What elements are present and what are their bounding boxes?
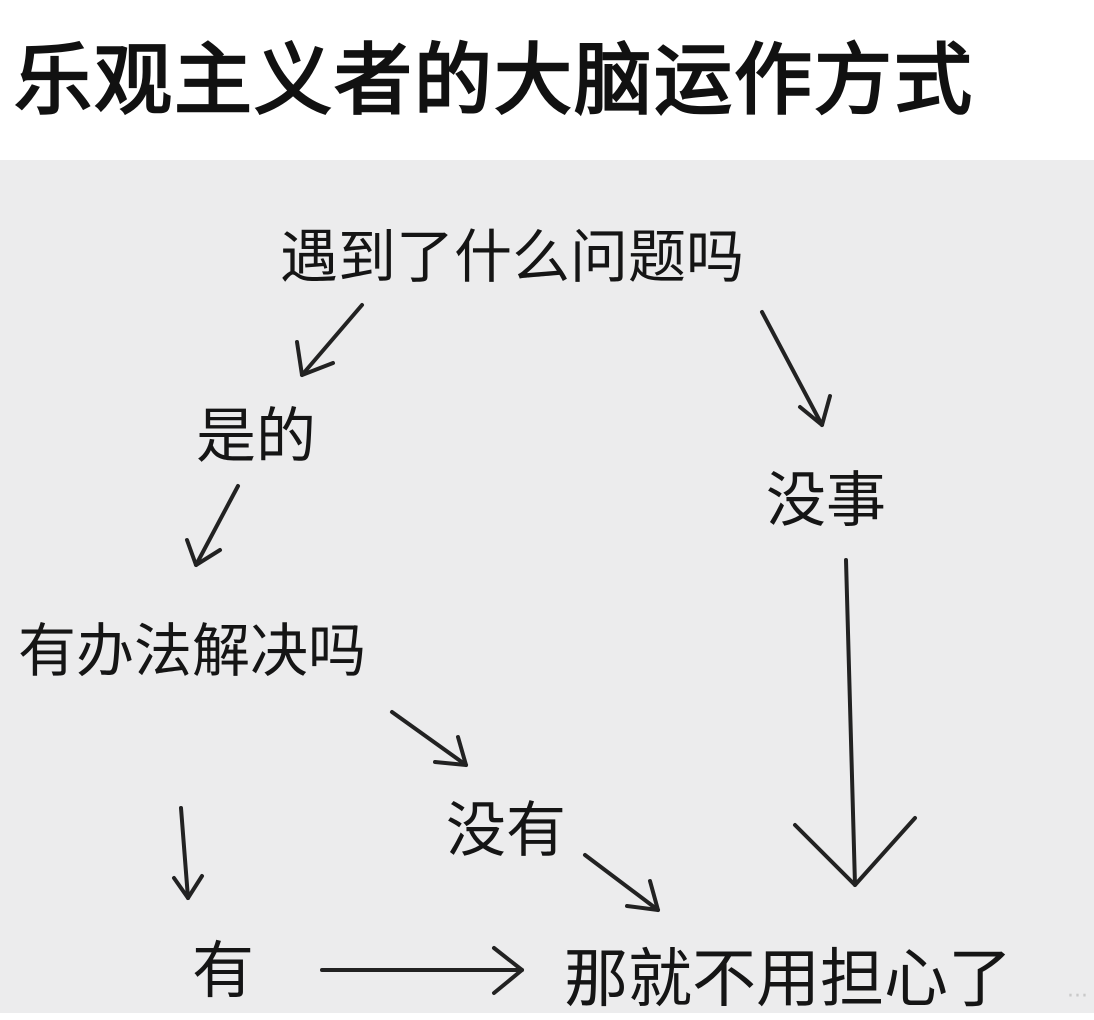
diagram-panel [0, 160, 1094, 1013]
arrow-have-to-conclusion [320, 946, 524, 995]
page-title: 乐观主义者的大脑运作方式 [14, 36, 975, 126]
arrow-cansolve-to-have [172, 806, 204, 900]
node-question: 遇到了什么问题吗 [280, 223, 745, 291]
node-conclusion: 那就不用担心了 [564, 943, 1012, 1017]
node-yes: 是的 [196, 402, 316, 472]
node-have: 有 [192, 934, 255, 1007]
title-bar: 乐观主义者的大脑运作方式 [0, 0, 1094, 160]
arrow-question-to-yes [295, 303, 364, 377]
node-no: 没有 [446, 796, 566, 866]
arrow-question-to-noproblem [760, 310, 832, 427]
node-can-solve: 有办法解决吗 [18, 617, 367, 685]
arrow-noproblem-to-conclusion [793, 558, 917, 887]
node-no-problem: 没事 [766, 466, 886, 536]
arrow-yes-to-cansolve [185, 484, 240, 567]
watermark: ··· [1067, 984, 1088, 1009]
arrow-no-to-conclusion [583, 853, 660, 912]
arrow-cansolve-to-no [390, 710, 468, 767]
